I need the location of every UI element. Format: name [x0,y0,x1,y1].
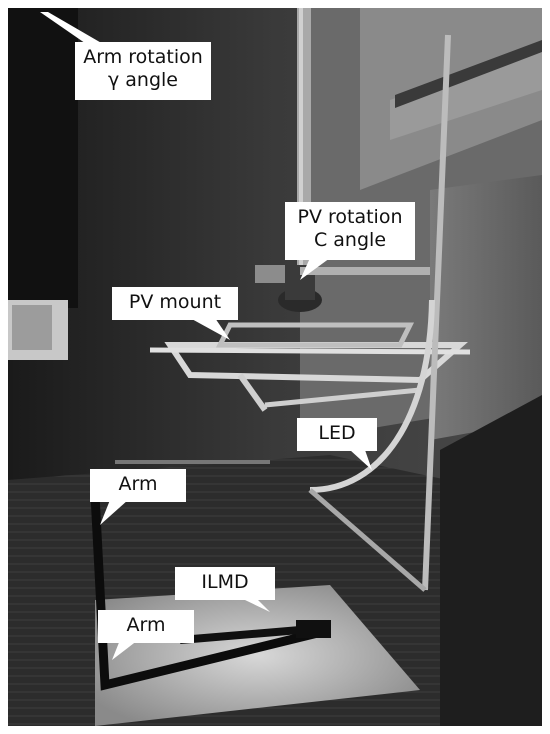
arm-upper-pointer [100,500,128,525]
arm-lower-label-text: Arm [126,614,166,636]
arm-rotation-label-line2: γ angle [108,69,178,91]
pv-mount-label-text: PV mount [128,291,222,313]
led-pointer [350,450,372,470]
pv-mount-pointer [190,318,230,340]
ilmd-label-text: ILMD [201,571,249,593]
pv-rotation-label-line2: C angle [313,229,387,251]
pv-mount-label: PV mount [112,287,238,320]
ilmd-pointer [245,600,270,612]
pv-rotation-pointer [300,258,330,280]
arm-rotation-pointer [40,12,110,50]
arm-lower-label: Arm [98,610,194,643]
ilmd-label: ILMD [175,567,275,600]
led-label-text: LED [318,422,356,444]
arm-rotation-label: Arm rotation γ angle [75,42,211,100]
arm-upper-label-text: Arm [118,473,158,495]
pv-rotation-label-line1: PV rotation [297,206,403,228]
arm-upper-label: Arm [90,469,186,502]
led-label: LED [297,418,377,451]
arm-lower-pointer [112,640,138,660]
pv-rotation-label: PV rotation C angle [285,202,415,260]
arm-rotation-label-line1: Arm rotation [83,46,203,68]
